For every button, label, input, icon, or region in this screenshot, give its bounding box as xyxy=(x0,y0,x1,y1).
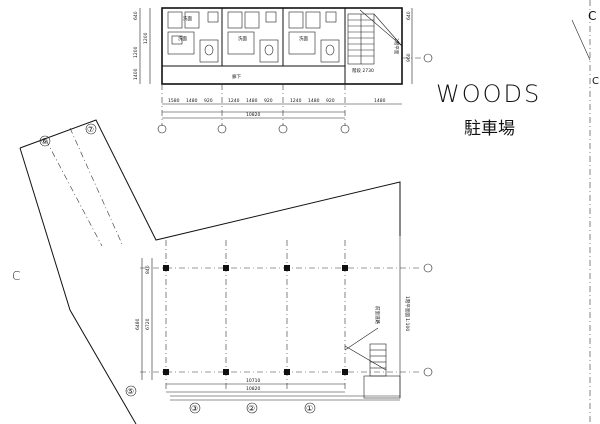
dim-text: 920 xyxy=(264,98,273,104)
lot-marker xyxy=(39,135,51,147)
lot-label: ⑦ xyxy=(87,125,94,134)
lot-marker xyxy=(125,385,137,397)
dim-text: 1480 xyxy=(374,98,386,104)
dim-text: 1480 xyxy=(308,98,320,104)
road-label: 前面道路 xyxy=(374,306,381,324)
site-mark: Ⅽ xyxy=(12,269,20,283)
brand-handwriting: WOODS xyxy=(436,80,541,108)
room-label: 洗面 xyxy=(238,35,247,42)
grid-marker xyxy=(157,124,167,134)
plan-title: 1階平面図 1:100 xyxy=(404,296,411,331)
floor2-staircase xyxy=(347,9,403,65)
grid-marker xyxy=(217,124,227,134)
room-label: 洗面 xyxy=(178,35,187,42)
lot-label: ① xyxy=(306,404,313,413)
column xyxy=(284,369,290,375)
edge-mark: C xyxy=(588,9,596,23)
column xyxy=(223,265,229,271)
unit-2-fixtures xyxy=(227,11,279,63)
grid-marker xyxy=(423,367,433,377)
corridor-label: 廊下 xyxy=(232,73,241,80)
dim-text: 840 xyxy=(145,265,151,274)
lot-marker xyxy=(85,123,97,135)
dim-text: 1200 xyxy=(143,32,149,44)
grid-marker xyxy=(423,263,433,273)
dim-text: 10820 xyxy=(246,386,260,392)
dim-text: 10820 xyxy=(246,112,260,118)
dim-text: 1240 xyxy=(228,98,240,104)
plan-title: 2階平面 xyxy=(393,38,400,55)
site-boundary: ⑥ ⑦ Ⅽ xyxy=(12,119,401,424)
right-edge: C C xyxy=(571,0,599,424)
dim-text: 1200 xyxy=(133,46,139,58)
dim-text: 1580 xyxy=(168,98,180,104)
floor1-plan: 前面道路 1階平面図 1:100 840 6480 6720 10710 108… xyxy=(125,236,433,414)
floor2-plan: 洗面 洗面 洗面 洗面 廊下 階段 2730 2階平面 xyxy=(133,7,433,134)
column xyxy=(163,265,169,271)
unit-3-fixtures xyxy=(288,11,340,63)
dim-text: 1400 xyxy=(133,68,139,80)
lot-label: ⑤ xyxy=(127,387,134,396)
lot-marker xyxy=(246,402,258,414)
grid-marker xyxy=(423,53,433,63)
column xyxy=(342,369,348,375)
lot-marker xyxy=(304,402,316,414)
grid-marker xyxy=(340,124,350,134)
column xyxy=(284,265,290,271)
dim-text: 1480 xyxy=(246,98,258,104)
room-label: 洗面 xyxy=(183,15,192,22)
lot-marker xyxy=(189,402,201,414)
column xyxy=(342,265,348,271)
lot-label: ② xyxy=(248,404,255,413)
dim-text: 640 xyxy=(406,11,412,20)
lot-label: ③ xyxy=(191,404,198,413)
dim-text: 960 xyxy=(406,53,412,62)
grid-marker xyxy=(278,124,288,134)
column xyxy=(163,369,169,375)
dim-text: 10710 xyxy=(246,378,260,384)
room-label: 洗面 xyxy=(299,35,308,42)
stair-note: 階段 2730 xyxy=(352,67,374,74)
dim-text: 920 xyxy=(204,98,213,104)
dim-text: 1480 xyxy=(186,98,198,104)
unit-1-fixtures xyxy=(167,11,219,63)
floor1-staircase xyxy=(344,236,401,399)
dim-text: 6720 xyxy=(145,318,151,330)
dim-text: 640 xyxy=(133,11,139,20)
dim-text: 1240 xyxy=(290,98,302,104)
column xyxy=(223,369,229,375)
dim-text: 920 xyxy=(326,98,335,104)
dim-text: 6480 xyxy=(135,318,141,330)
parking-handwriting: 駐車場 xyxy=(464,119,515,139)
lot-label: ⑥ xyxy=(41,137,48,146)
edge-mark: C xyxy=(592,76,599,87)
